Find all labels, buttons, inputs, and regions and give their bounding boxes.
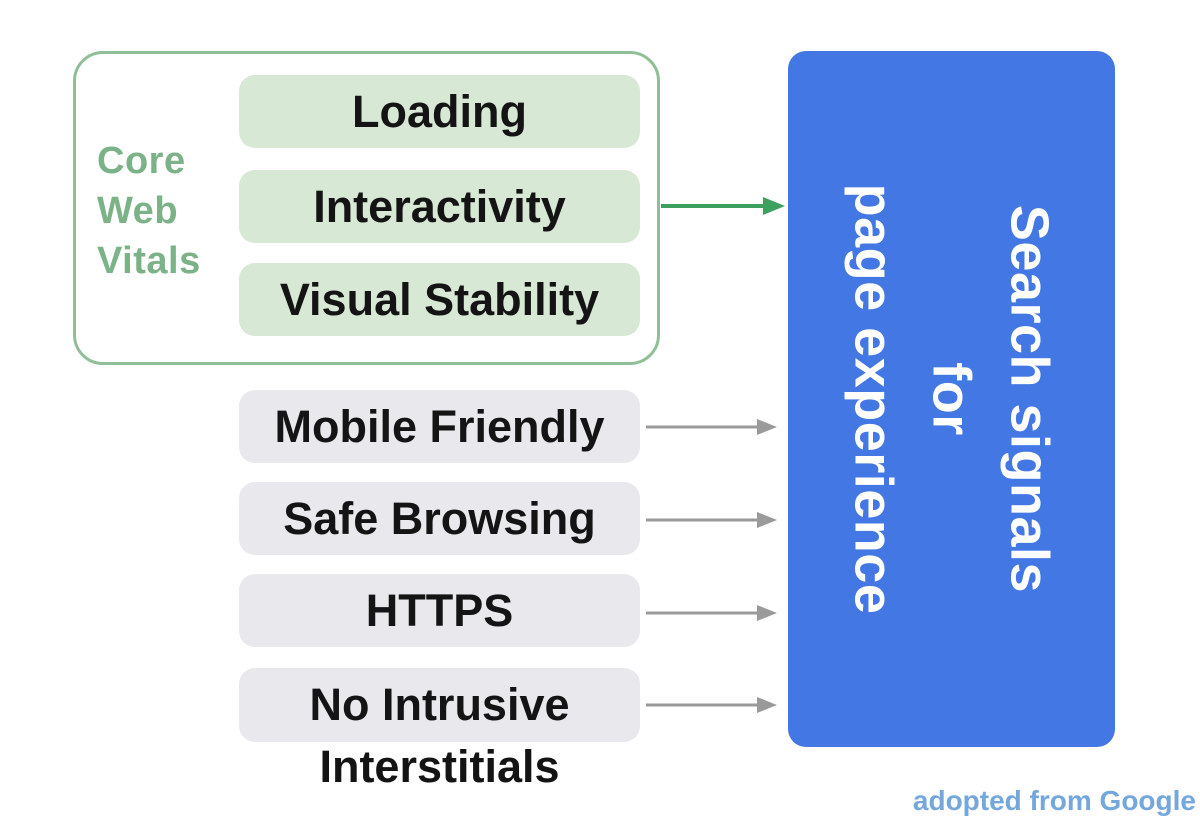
arrow-https	[646, 605, 777, 621]
pill-mobile-friendly: Mobile Friendly	[239, 390, 640, 463]
pill-visual-stability: Visual Stability	[239, 263, 640, 336]
search-signals-line2: for	[921, 362, 982, 436]
search-signals-line1: Search signals	[999, 204, 1060, 594]
credit-text: adopted from Google	[912, 785, 1196, 816]
pill-no-intrusive-interstitials-text: No Intrusive Interstitials	[309, 679, 570, 792]
core-web-vitals-label-line3: Vitals	[97, 240, 201, 282]
search-signals-line3: page experience	[843, 183, 904, 615]
core-web-vitals-label: Core Web Vitals	[97, 136, 201, 286]
pill-interactivity: Interactivity	[239, 170, 640, 243]
arrow-no-intrusive-interstitials	[646, 697, 777, 713]
search-signals-box: Search signals for page experience	[788, 51, 1115, 747]
pill-no-intrusive-interstitials: No Intrusive Interstitials	[239, 668, 640, 792]
arrow-core-web-vitals	[661, 197, 785, 215]
pill-safe-browsing: Safe Browsing	[239, 482, 640, 555]
pill-https: HTTPS	[239, 574, 640, 647]
search-signals-rotated-text: Search signals for page experience	[788, 51, 1115, 747]
pill-loading: Loading	[239, 75, 640, 148]
core-web-vitals-label-line1: Core	[97, 140, 186, 182]
arrow-safe-browsing	[646, 512, 777, 528]
core-web-vitals-label-line2: Web	[97, 190, 179, 232]
arrow-mobile-friendly	[646, 419, 777, 435]
